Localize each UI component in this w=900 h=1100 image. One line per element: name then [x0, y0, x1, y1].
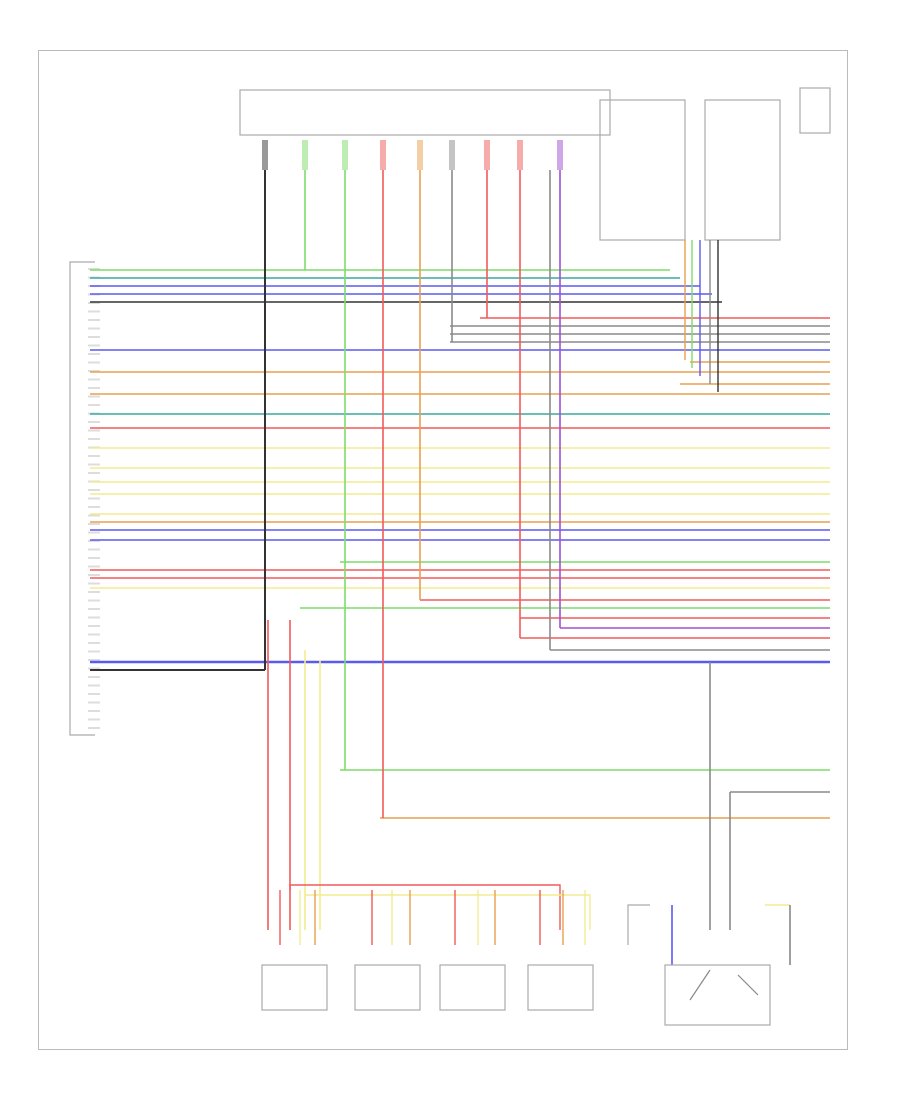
connector-pin-label [88, 387, 100, 389]
connector-pin-label [88, 642, 100, 644]
connector-pin-label [88, 625, 100, 627]
connector-pin-label [88, 472, 100, 474]
connector-pin-label [88, 557, 100, 559]
connector-pin-label [88, 353, 100, 355]
relay-switch [737, 974, 759, 996]
connector-terminal [557, 140, 563, 170]
connector-pin-label [88, 344, 100, 347]
connector-pin-label [88, 684, 100, 687]
connector-terminal [517, 140, 523, 170]
connector-terminal [417, 140, 423, 170]
connector-terminal [449, 140, 455, 170]
connector-pin-label [88, 565, 100, 568]
connector-pin-label [88, 463, 100, 466]
connector-pin-label [88, 327, 100, 330]
connector-pin-label [88, 438, 100, 440]
connector-pin-label [88, 421, 100, 423]
connector-terminal [262, 140, 268, 170]
connector-pin-label [88, 497, 100, 500]
connector-pin-label [88, 591, 100, 593]
top-right-module-b [704, 99, 781, 241]
connector-pin-label [88, 650, 100, 653]
connector-terminal [342, 140, 348, 170]
relay-switch [689, 969, 711, 1001]
connector-pin-label [88, 310, 100, 313]
connector-pin-label [88, 633, 100, 636]
connector-pin-label [88, 429, 100, 432]
connector-pin-label [88, 608, 100, 610]
connector-pin-label [88, 540, 100, 542]
connector-pin-label [88, 531, 100, 534]
connector-pin-label [88, 676, 100, 678]
top-right-sensor [799, 87, 831, 134]
connector-terminal [484, 140, 490, 170]
connector-pin-label [88, 616, 100, 619]
connector-pin-label [88, 548, 100, 551]
connector-pin-label [88, 710, 100, 712]
lower-component-2 [354, 964, 421, 1011]
connector-pin-label [88, 506, 100, 508]
ground-lead [627, 904, 650, 945]
lower-component-3 [439, 964, 506, 1011]
control-module-outline [69, 261, 95, 736]
connector-pin-label [88, 378, 100, 381]
lower-component-1 [261, 964, 328, 1011]
connector-pin-label [88, 361, 100, 364]
bus-wire [304, 894, 591, 930]
connector-pin-label [88, 302, 100, 304]
connector-pin-label [88, 574, 100, 576]
connector-pin-label [88, 582, 100, 585]
connector-pin-label [88, 319, 100, 321]
connector-pin-label [88, 404, 100, 406]
connector-pin-label [88, 667, 100, 670]
top-fuse-box-outline [239, 89, 611, 136]
diagram-frame [38, 50, 848, 1050]
connector-pin-label [88, 395, 100, 398]
bus-wire [289, 884, 561, 930]
connector-terminal [380, 140, 386, 170]
connector-pin-label [88, 455, 100, 457]
connector-pin-label [88, 523, 100, 525]
lower-component-4 [527, 964, 594, 1011]
relay-outline [664, 964, 771, 1026]
connector-pin-label [88, 718, 100, 721]
connector-pin-label [88, 370, 100, 372]
connector-pin-label [88, 268, 100, 270]
connector-pin-label [88, 659, 100, 661]
connector-pin-label [88, 701, 100, 704]
connector-pin-label [88, 489, 100, 491]
connector-pin-label [88, 693, 100, 695]
connector-pin-label [88, 336, 100, 338]
top-right-module-a [599, 99, 686, 241]
connector-terminal [302, 140, 308, 170]
connector-pin-label [88, 599, 100, 602]
connector-pin-label [88, 514, 100, 517]
connector-pin-label [88, 727, 100, 729]
